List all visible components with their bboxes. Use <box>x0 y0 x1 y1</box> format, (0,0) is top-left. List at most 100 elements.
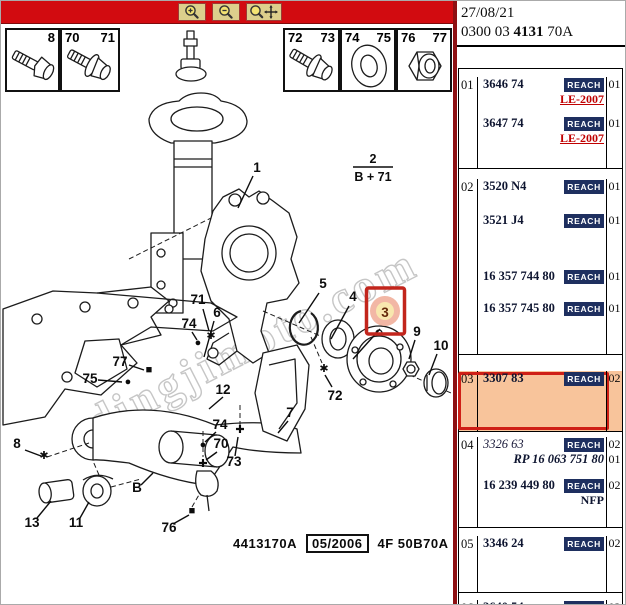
callout-74[interactable]: 74 <box>181 316 197 331</box>
callout-73[interactable]: 73 <box>226 454 242 469</box>
document-reference: 0300 03 4131 70A <box>461 24 574 40</box>
replacement-reference: RP 16 063 751 80 <box>513 452 604 466</box>
reach-badge[interactable]: REACH <box>564 600 604 604</box>
callout-13[interactable]: 13 <box>24 515 40 530</box>
document-header: 27/08/21 0300 03 4131 70A <box>457 1 625 47</box>
quantity: 02 <box>608 478 621 492</box>
hex-bolt-icon <box>11 50 55 81</box>
nfp-note: NFP <box>580 493 604 507</box>
zoom-out-button[interactable] <box>212 3 240 21</box>
group-number: 02 <box>461 180 474 194</box>
part-number: 16 357 745 80 <box>483 301 555 315</box>
dot-marker: ● <box>200 439 207 451</box>
hub-axis-line <box>262 310 452 394</box>
part-number: 3521 J4 <box>483 213 524 227</box>
callout-B[interactable]: B <box>132 480 142 495</box>
drawing-ref: 4F 50B70A <box>377 536 449 551</box>
snap-ring-illustration <box>288 309 319 346</box>
svg-text:B + 71: B + 71 <box>354 170 391 184</box>
reach-badge[interactable]: REACH <box>564 478 604 493</box>
part-number: 3326 63 <box>483 437 524 451</box>
star-marker: ✱ <box>206 330 215 342</box>
callout-7[interactable]: 7 <box>286 405 294 420</box>
zoom-pan-button[interactable] <box>246 3 282 21</box>
callout-77[interactable]: 77 <box>112 354 127 369</box>
fastener-label: 75 <box>376 30 391 45</box>
fraction-label: 2 B + 71 <box>353 152 393 184</box>
zoom-in-button[interactable] <box>178 3 206 21</box>
callout-8[interactable]: 8 <box>13 436 21 451</box>
callout-5[interactable]: 5 <box>319 276 327 291</box>
part-number: 3346 24 <box>483 536 524 550</box>
exploded-diagram: dingjimoto.com <box>2 30 452 535</box>
zoom-out-icon <box>219 5 233 19</box>
square-marker: ■ <box>189 505 196 517</box>
square-marker: ■ <box>146 364 153 376</box>
callout-10[interactable]: 10 <box>433 338 448 353</box>
parts-group: 063640 54REACH0216 827 360 80REACH02 <box>459 600 622 604</box>
reach-badge[interactable]: REACH <box>564 269 604 284</box>
splash-shield-illustration <box>254 344 310 442</box>
callout-75[interactable]: 75 <box>82 371 98 386</box>
fastener-label: 72 <box>288 30 303 45</box>
part-row[interactable]: 16 357 745 80 REACH 01 <box>459 301 622 316</box>
callout-4[interactable]: 4 <box>349 289 357 304</box>
quantity: 01 <box>608 301 621 315</box>
callout-layer: ✱✱●■●●✚✚✱■1543910727174677751274707378B7… <box>13 160 448 535</box>
svg-text:2: 2 <box>370 152 377 166</box>
le-2007-link[interactable]: LE-2007 <box>559 92 604 106</box>
plus-marker: ✚ <box>235 424 244 436</box>
reach-badge[interactable]: REACH <box>564 77 604 92</box>
callout-11[interactable]: 11 <box>69 515 84 530</box>
fastener-label: 77 <box>432 30 447 45</box>
part-number: 3647 74 <box>483 116 524 130</box>
callout-3[interactable]: 3 <box>381 305 389 320</box>
reach-badge[interactable]: REACH <box>564 179 604 194</box>
callout-70[interactable]: 70 <box>213 436 228 451</box>
callout-12[interactable]: 12 <box>215 382 230 397</box>
callout-9[interactable]: 9 <box>413 324 421 339</box>
bushing-illustrations <box>38 460 142 507</box>
quantity: 01 <box>608 269 621 283</box>
group-number: 04 <box>461 438 474 452</box>
callout-1[interactable]: 1 <box>253 160 261 175</box>
callout-72[interactable]: 72 <box>327 388 342 403</box>
part-row[interactable]: 3640 54REACH02 <box>459 600 622 604</box>
group-number: 03 <box>461 372 474 386</box>
selection-highlight <box>458 372 609 430</box>
callout-76[interactable]: 76 <box>161 520 177 535</box>
reach-badge[interactable]: REACH <box>564 437 604 452</box>
quantity: 01 <box>608 77 621 91</box>
zoom-in-icon <box>185 5 199 19</box>
reach-badge[interactable]: REACH <box>564 371 604 386</box>
callout-6[interactable]: 6 <box>213 305 221 320</box>
reach-badge[interactable]: REACH <box>564 116 604 131</box>
reach-badge[interactable]: REACH <box>564 536 604 551</box>
callout-74[interactable]: 74 <box>212 417 228 432</box>
reach-badge[interactable]: REACH <box>564 301 604 316</box>
reach-badge[interactable]: REACH <box>564 213 604 228</box>
flange-bolt-icon <box>289 48 333 81</box>
toolbar-banner <box>1 1 453 24</box>
callout-71[interactable]: 71 <box>190 292 206 307</box>
plus-marker: ✚ <box>198 458 207 470</box>
le-2007-link[interactable]: LE-2007 <box>559 131 604 145</box>
hub-cap-illustration <box>423 368 449 398</box>
diagram-panel: 8 70 71 <box>1 23 453 604</box>
